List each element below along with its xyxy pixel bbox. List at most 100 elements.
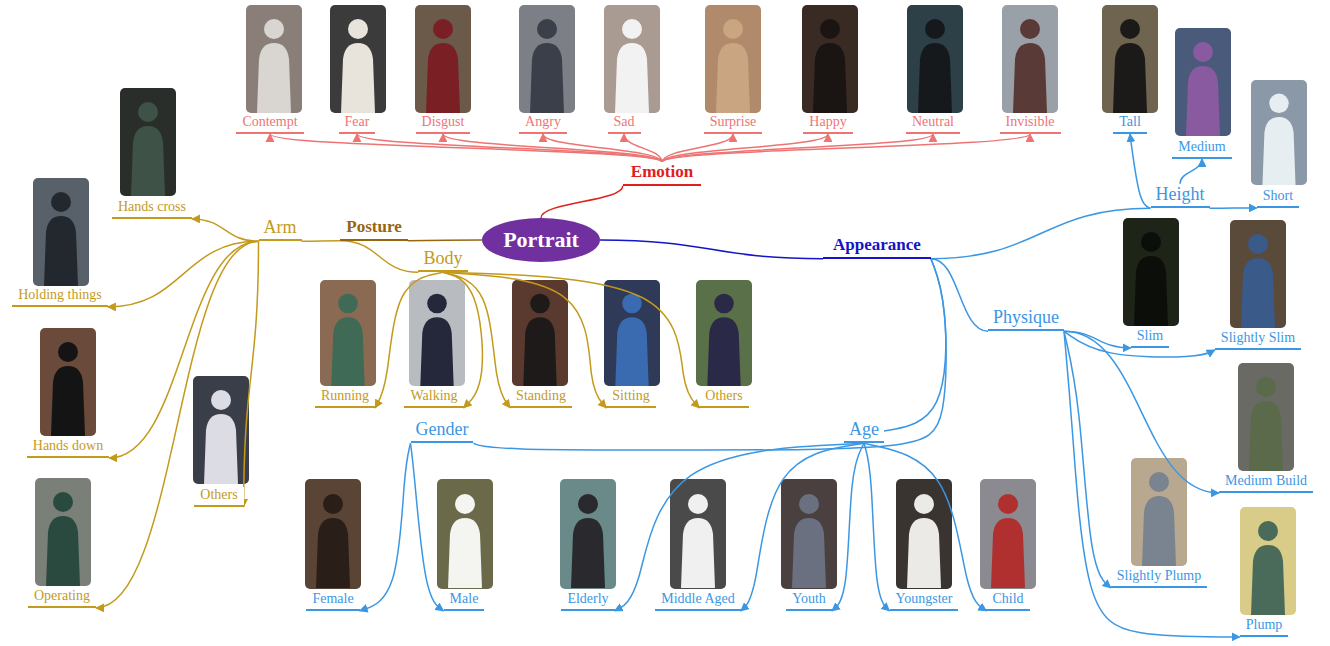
subcategory-label: Height xyxy=(1151,184,1210,209)
photo-frame xyxy=(907,5,963,113)
photo-frame xyxy=(437,479,493,589)
person-figure xyxy=(1113,19,1147,113)
photo xyxy=(246,5,302,113)
person-figure xyxy=(51,342,85,436)
photo-frame xyxy=(1175,28,1231,136)
branch-connector xyxy=(884,259,946,431)
node-text: Age xyxy=(849,419,879,441)
leaf-label: Youngster xyxy=(890,591,959,611)
branch-connector xyxy=(543,134,662,162)
photo-frame xyxy=(519,5,575,113)
person-figure xyxy=(426,19,460,113)
photo-frame xyxy=(705,5,761,113)
leaf-label: Female xyxy=(306,591,359,611)
person-figure xyxy=(681,494,715,588)
branch-connector xyxy=(443,272,606,408)
leaf-label: Slightly Slim xyxy=(1215,330,1301,350)
photo xyxy=(40,328,96,436)
photo-frame xyxy=(980,479,1036,589)
person-figure xyxy=(1251,521,1285,615)
photo-frame xyxy=(320,280,376,386)
node-text: Others xyxy=(705,388,742,405)
photo-frame xyxy=(40,328,96,436)
photo-frame xyxy=(560,479,616,589)
photo-frame xyxy=(512,280,568,386)
branch-connector xyxy=(1064,331,1111,588)
branch-connector xyxy=(1064,331,1240,637)
leaf-label: Walking xyxy=(404,388,463,408)
leaf-label: Holding things xyxy=(12,287,108,307)
photo-frame xyxy=(1002,5,1058,113)
photo-frame xyxy=(193,376,249,484)
branch-connector xyxy=(741,443,864,611)
node-text: Middle Aged xyxy=(661,591,735,608)
node-text: Slightly Plump xyxy=(1117,568,1201,585)
photo xyxy=(193,376,249,484)
branch-connector xyxy=(473,259,946,450)
node-text: Portrait xyxy=(503,227,579,253)
branch-connector xyxy=(411,443,444,611)
photo xyxy=(512,280,568,386)
subcategory-label: Gender xyxy=(411,419,474,444)
leaf-label: Standing xyxy=(510,388,572,408)
person-figure xyxy=(46,492,80,586)
node-text: Height xyxy=(1156,184,1205,206)
leaf-label: Slim xyxy=(1131,328,1169,348)
person-figure xyxy=(420,294,453,386)
leaf-label: Short xyxy=(1257,188,1299,208)
node-text: Appearance xyxy=(833,235,921,255)
node-text: Arm xyxy=(264,217,297,239)
node-text: Invisible xyxy=(1006,114,1055,131)
photo xyxy=(1002,5,1058,113)
photo xyxy=(120,88,176,196)
node-text: Medium Build xyxy=(1225,473,1307,490)
photo xyxy=(1238,363,1294,471)
leaf-label: Fear xyxy=(339,114,376,134)
photo-frame xyxy=(781,479,837,589)
leaf-label: Running xyxy=(315,388,375,408)
branch-connector xyxy=(541,186,623,218)
photo xyxy=(1251,80,1307,185)
person-figure xyxy=(1249,377,1283,471)
leaf-label: Medium xyxy=(1172,139,1231,159)
person-figure xyxy=(991,494,1025,588)
node-text: Holding things xyxy=(18,287,102,304)
photo xyxy=(320,280,376,386)
person-figure xyxy=(571,494,605,588)
subcategory-label: Arm xyxy=(259,217,302,242)
branch-connector xyxy=(408,239,482,241)
person-figure xyxy=(204,390,238,484)
branch-connector xyxy=(662,134,1030,162)
photo xyxy=(1102,5,1158,113)
ellipse-fill xyxy=(482,218,600,262)
photo-frame xyxy=(246,5,302,113)
photo xyxy=(896,479,952,589)
branch-connector xyxy=(931,208,1151,258)
subcategory-label: Age xyxy=(844,419,884,444)
leaf-label: Youth xyxy=(786,591,832,611)
photo xyxy=(604,5,660,113)
branch-connector xyxy=(443,134,662,162)
photo xyxy=(305,479,361,589)
leaf-label: Plump xyxy=(1240,617,1289,637)
person-figure xyxy=(615,19,649,113)
node-text: Plump xyxy=(1246,617,1283,634)
category-label: Appearance xyxy=(823,235,931,258)
node-text: Neutral xyxy=(912,114,954,131)
node-text: Standing xyxy=(516,388,566,405)
photo xyxy=(1230,220,1286,328)
leaf-label: Sitting xyxy=(606,388,655,408)
photo-frame xyxy=(1251,80,1307,185)
branch-connector xyxy=(1064,331,1131,348)
photo-frame xyxy=(802,5,858,113)
node-text: Short xyxy=(1263,188,1293,205)
category-label: Posture xyxy=(340,217,407,240)
photo xyxy=(415,5,471,113)
person-figure xyxy=(316,494,350,588)
person-figure xyxy=(918,19,952,113)
category-label: Emotion xyxy=(623,162,701,185)
person-figure xyxy=(813,19,847,113)
leaf-label: Middle Aged xyxy=(655,591,741,611)
subcategory-label: Body xyxy=(418,248,467,273)
